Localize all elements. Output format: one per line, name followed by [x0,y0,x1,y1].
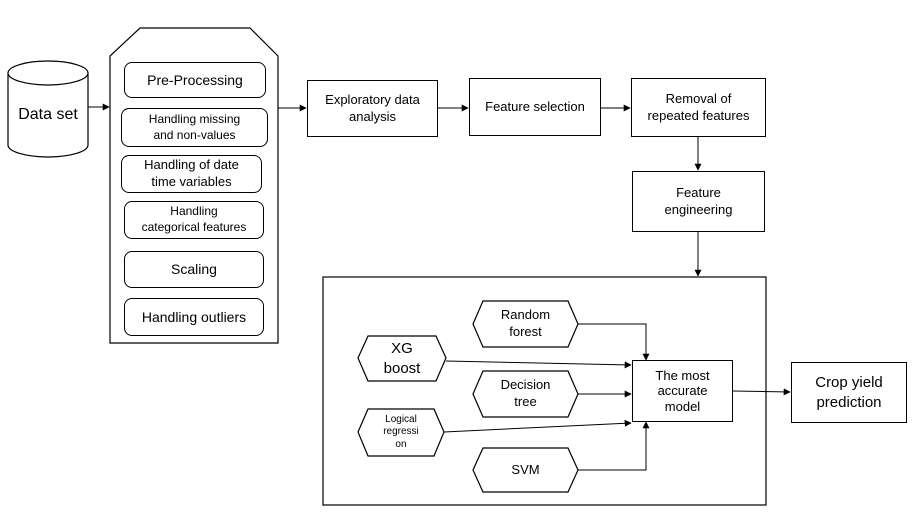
svm-hex [472,447,579,493]
logical-regression-hex [357,408,445,457]
step-scaling: Scaling [124,251,264,288]
feature-engineering-box: Feature engineering [632,171,765,232]
step-missing-values-label: Handling missing and non-values [148,111,241,142]
dataset-label: Data set [18,105,78,123]
preprocessing-title: Pre-Processing [147,71,243,88]
eda-box: Exploratory data analysis [307,80,438,137]
arrow-svm-to-model [578,421,650,471]
step-outliers: Handling outliers [124,298,264,336]
preprocessing-title-box: Pre-Processing [124,62,266,98]
random-forest-label: Random forest [500,307,551,339]
decision-tree-label: Decision tree [500,377,551,409]
step-missing-values: Handling missing and non-values [121,108,268,147]
xgboost-label: XG boost [383,340,421,377]
dataset-cylinder [7,60,89,158]
decision-tree-hex [472,370,579,418]
arrow-logical-regression-to-model [443,419,632,433]
step-scaling-label: Scaling [171,261,217,278]
xgboost-hex [357,335,447,382]
step-categorical-label: Handling categorical features [141,204,247,234]
eda-label: Exploratory data analysis [325,91,420,124]
removal-box: Removal of repeated features [631,78,766,137]
feature-selection-label: Feature selection [485,98,585,114]
step-outliers-label: Handling outliers [141,308,247,325]
svm-label: SVM [511,461,540,477]
feature-engineering-label: Feature engineering [664,184,733,217]
step-categorical: Handling categorical features [124,201,264,239]
removal-label: Removal of repeated features [647,90,750,123]
best-model-label: The most accurate model [655,367,710,414]
arrow-random-forest-to-model [578,323,650,361]
best-model-box: The most accurate model [632,360,733,422]
step-date-time: Handling of date time variables [121,155,262,193]
output-box: Crop yield prediction [791,362,907,423]
random-forest-hex [472,300,579,348]
output-label: Crop yield prediction [815,374,883,411]
arrow-model-to-output [732,388,791,396]
arrow-xgboost-to-model [445,360,632,369]
feature-selection-box: Feature selection [469,78,601,136]
step-date-time-label: Handling of date time variables [144,157,239,189]
logical-regression-label: Logical regressi on [383,413,419,450]
